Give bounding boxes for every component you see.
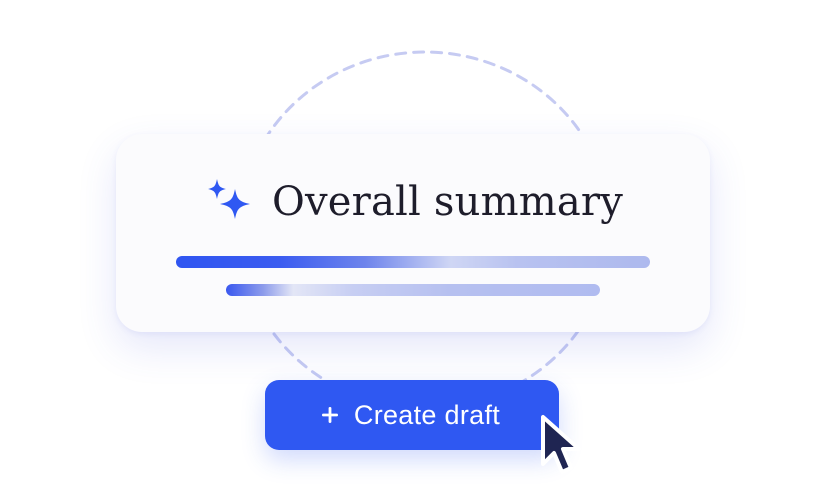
loading-line-secondary (226, 284, 600, 296)
loading-line-primary (176, 256, 650, 268)
create-draft-button[interactable]: Create draft (265, 380, 559, 450)
summary-card-title: Overall summary (272, 179, 624, 225)
summary-card: Overall summary (116, 134, 710, 332)
summary-card-header: Overall summary (204, 172, 623, 232)
plus-icon (320, 405, 340, 425)
sparkle-icon (204, 177, 254, 227)
create-draft-label: Create draft (353, 399, 501, 430)
